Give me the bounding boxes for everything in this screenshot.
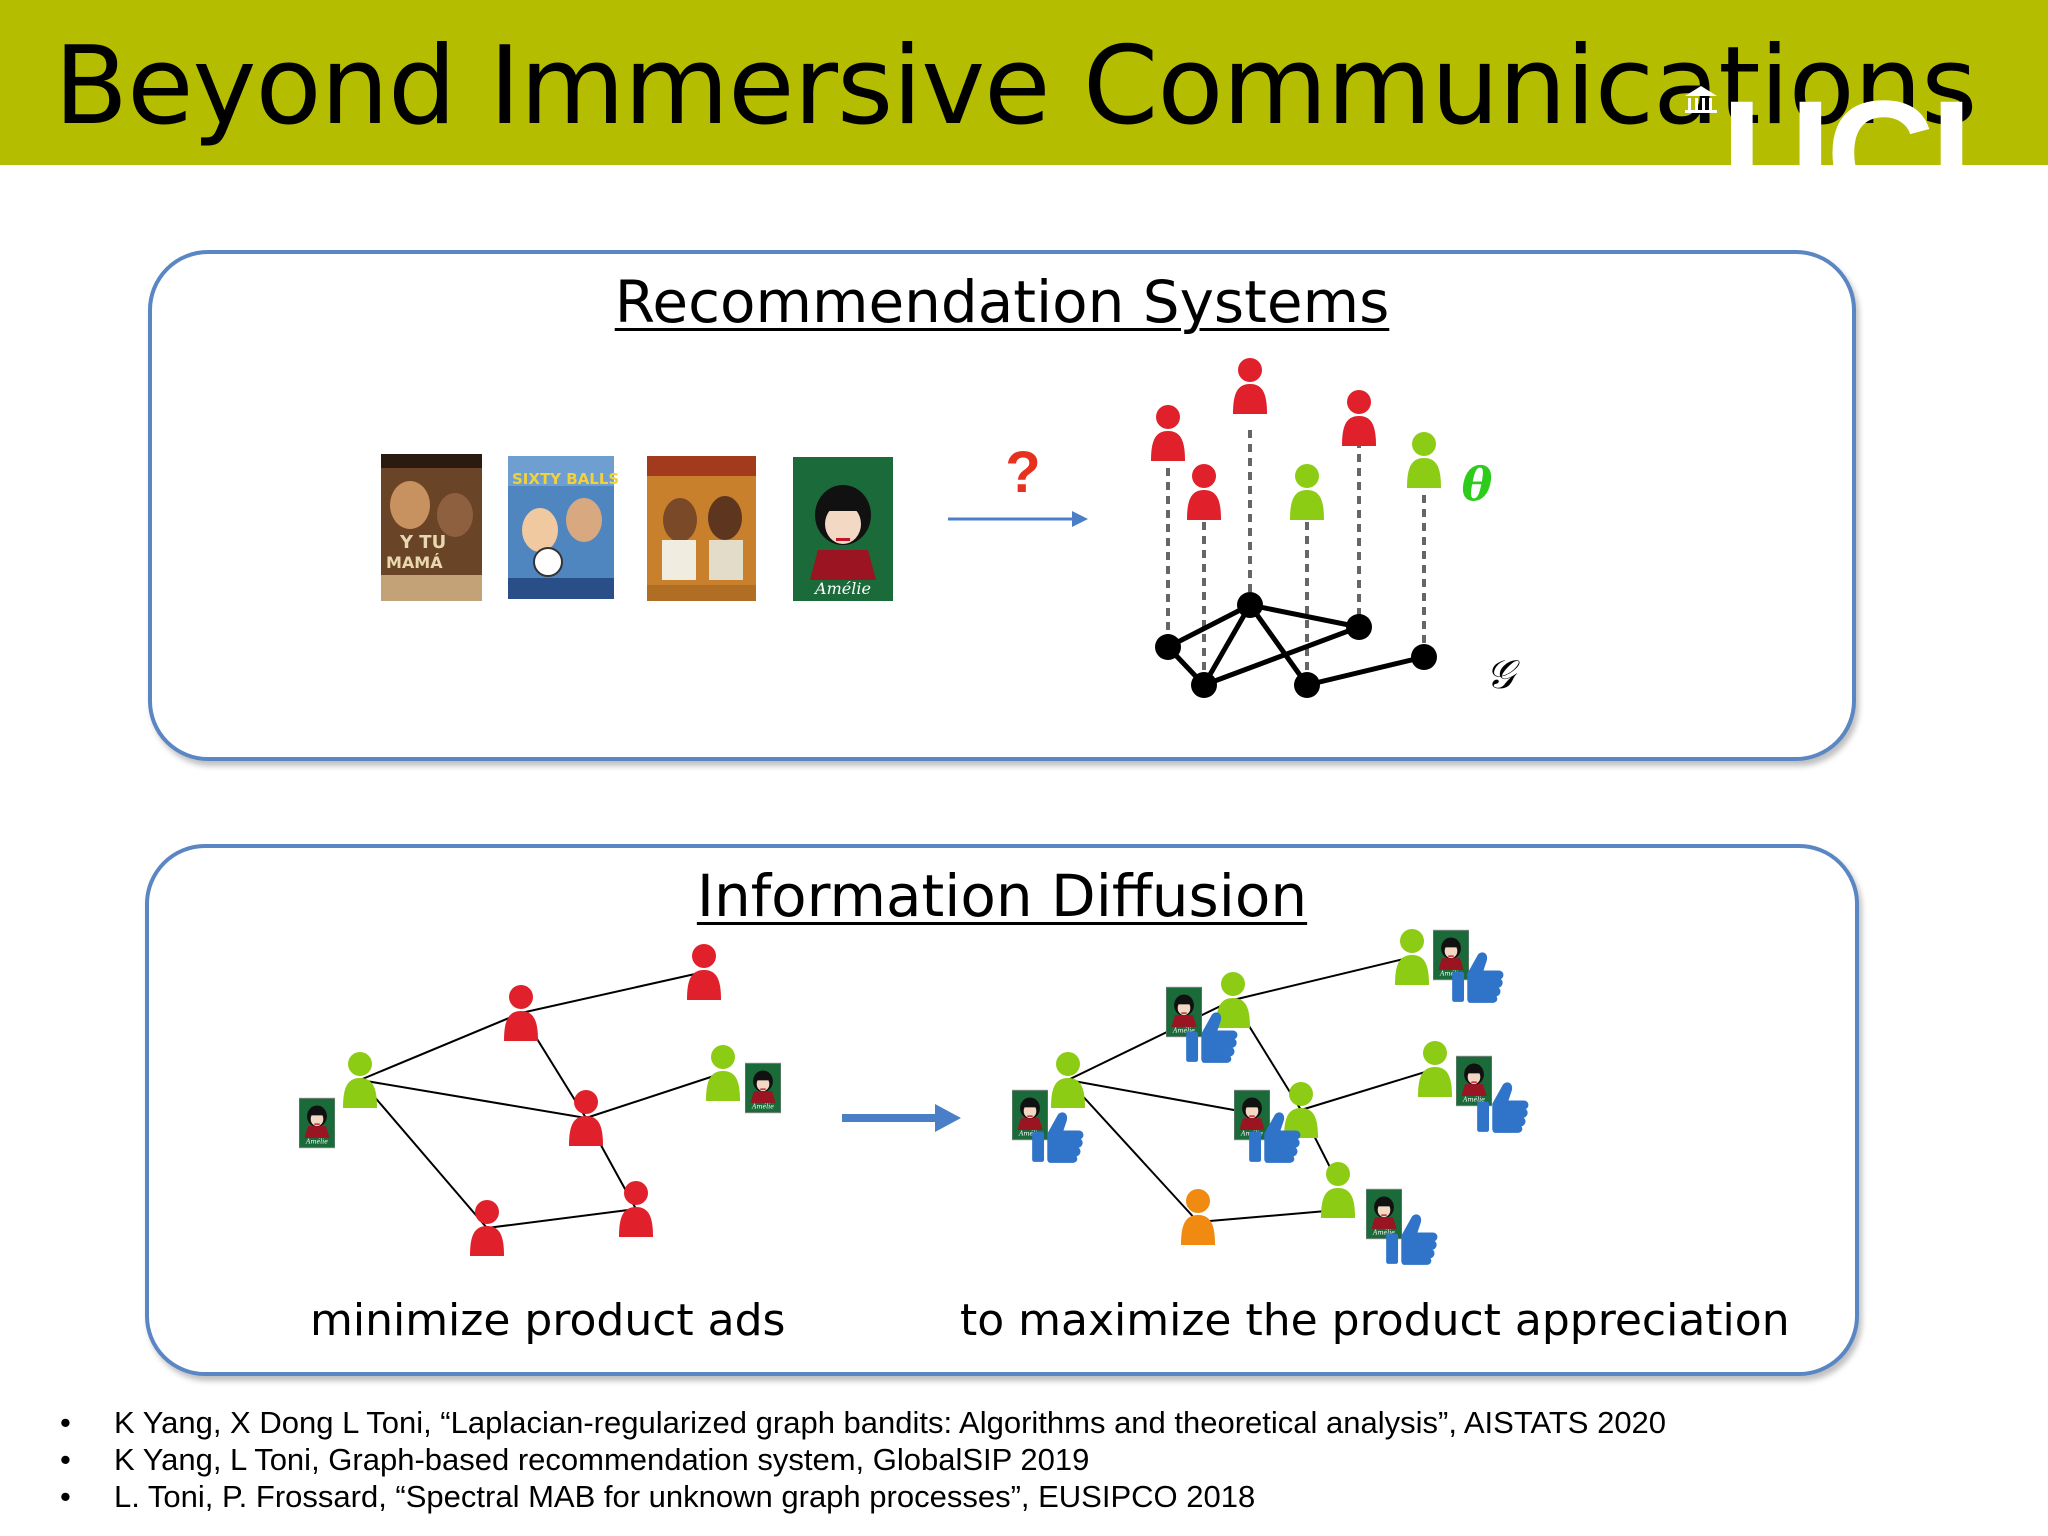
user-icon — [343, 1052, 377, 1108]
slide-title: Beyond Immersive Communications — [54, 24, 1977, 149]
information-diffusion-panel: Information Diffusion minimize product a… — [145, 844, 1859, 1376]
user-icon — [470, 1200, 504, 1256]
graph-edges — [1166, 602, 1425, 688]
movie-poster-icon — [1433, 929, 1469, 981]
left-network-edges — [359, 971, 724, 1229]
signal-projections — [1166, 430, 1426, 685]
arrow-icon — [842, 1104, 961, 1132]
left-network-users — [343, 944, 740, 1256]
poster-amelie: Amélie — [793, 457, 893, 601]
references-list: K Yang, X Dong L Toni, “Laplacian-regula… — [56, 1404, 1666, 1515]
recommendation-systems-title: Recommendation Systems — [614, 268, 1390, 336]
graph-label: 𝒢 — [1486, 652, 1521, 698]
signal-users — [1151, 358, 1441, 520]
movie-poster-icon — [299, 1097, 335, 1149]
user-icon — [1407, 432, 1441, 488]
poster-monsoon-wedding — [647, 456, 756, 601]
reference-item: L. Toni, P. Frossard, “Spectral MAB for … — [56, 1478, 1666, 1515]
graph-nodes — [1155, 592, 1437, 698]
poster-y-tu-mama-tambien: Y TU MAMÁ — [381, 454, 482, 601]
title-bar: Beyond Immersive Communications UCL — [0, 0, 2048, 165]
user-icon — [1151, 405, 1185, 461]
question-mark: ? — [1005, 440, 1040, 505]
user-icon — [1051, 1052, 1085, 1108]
ucl-portico-icon — [1685, 86, 1717, 113]
user-icon — [687, 944, 721, 1000]
svg-text:Y TU: Y TU — [399, 532, 446, 553]
user-icon — [1418, 1041, 1452, 1097]
reference-item: K Yang, X Dong L Toni, “Laplacian-regula… — [56, 1404, 1666, 1441]
user-icon — [504, 985, 538, 1041]
movie-poster-icon — [1456, 1055, 1492, 1107]
movie-poster-icon — [1366, 1188, 1402, 1240]
ucl-logo: UCL — [1722, 69, 2022, 165]
svg-text:Amélie: Amélie — [813, 579, 871, 598]
right-network-thumbs — [1032, 952, 1529, 1265]
poster-sixty-balls: SIXTY BALLS — [508, 456, 619, 599]
arrow-icon — [948, 511, 1088, 527]
svg-text:MAMÁ: MAMÁ — [386, 553, 443, 572]
user-icon — [1233, 358, 1267, 414]
information-diffusion-title: Information Diffusion — [696, 862, 1308, 930]
left-caption: minimize product ads — [310, 1295, 786, 1346]
reference-item: K Yang, L Toni, Graph-based recommendati… — [56, 1441, 1666, 1478]
user-icon — [1181, 1189, 1215, 1245]
user-icon — [706, 1045, 740, 1101]
user-icon — [1216, 972, 1250, 1028]
theta-label: θ — [1462, 457, 1493, 511]
user-icon — [1342, 390, 1376, 446]
user-icon — [1321, 1162, 1355, 1218]
movie-poster-icon — [745, 1062, 781, 1114]
right-caption: to maximize the product appreciation — [960, 1295, 1790, 1346]
user-icon — [1187, 464, 1221, 520]
movie-poster-icon — [1166, 986, 1202, 1038]
user-icon — [1395, 929, 1429, 985]
svg-text:SIXTY BALLS: SIXTY BALLS — [512, 470, 619, 488]
right-network-edges — [1067, 956, 1436, 1223]
user-icon — [1290, 464, 1324, 520]
